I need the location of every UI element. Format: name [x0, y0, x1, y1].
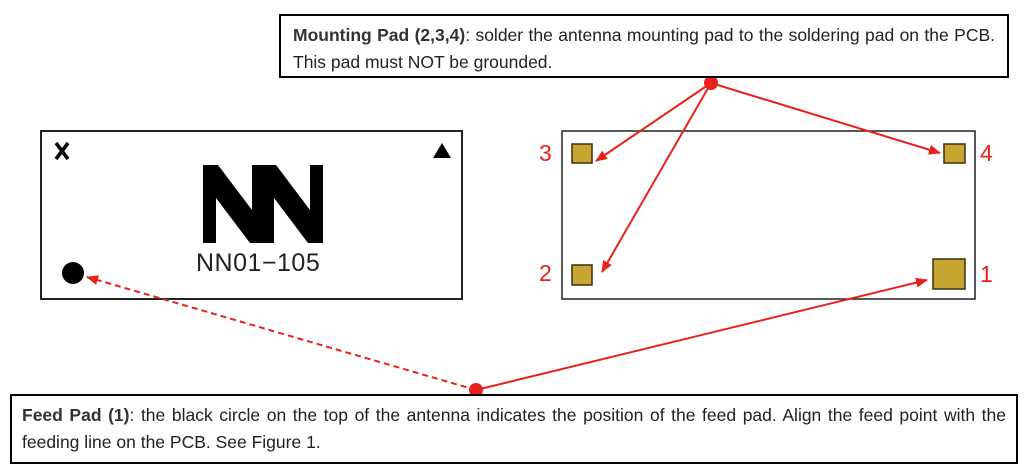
mounting-pad-title: Mounting Pad (2,3,4)	[293, 25, 466, 45]
pad-3-label: 3	[539, 140, 552, 166]
feed-pad-title: Feed Pad (1)	[22, 405, 130, 425]
pad-4-label: 4	[980, 140, 993, 166]
pad-1	[932, 258, 966, 290]
pad-3	[571, 143, 593, 164]
feed-point-marker	[62, 262, 84, 284]
feed-arrow-origin-dot	[469, 383, 483, 397]
nn-logo-icon	[203, 165, 323, 243]
triangle-up-icon	[433, 143, 451, 158]
mounting-arrow-origin-dot	[704, 76, 718, 90]
pad-4	[943, 143, 966, 164]
pad-2	[571, 264, 593, 286]
pad-1-label: 1	[980, 261, 993, 287]
x-mark-icon	[54, 141, 70, 161]
mounting-pad-callout: Mounting Pad (2,3,4): solder the antenna…	[279, 14, 1009, 78]
arrow-to-pad-2	[601, 82, 712, 273]
arrow-to-pad-3	[595, 82, 712, 162]
part-number-label: NN01−105	[196, 249, 321, 277]
arrow-to-pad-4	[710, 82, 941, 155]
feed-pad-callout: Feed Pad (1): the black circle on the to…	[10, 394, 1018, 464]
arrow-to-feed-marker	[86, 275, 477, 391]
feed-pad-text: : the black circle on the top of the ant…	[22, 405, 1006, 453]
arrow-to-pad-1	[475, 277, 928, 391]
pad-2-label: 2	[539, 260, 552, 286]
antenna-bottom-view	[561, 130, 976, 300]
mounting-pad-text: : solder the antenna mounting pad to the…	[293, 25, 995, 73]
